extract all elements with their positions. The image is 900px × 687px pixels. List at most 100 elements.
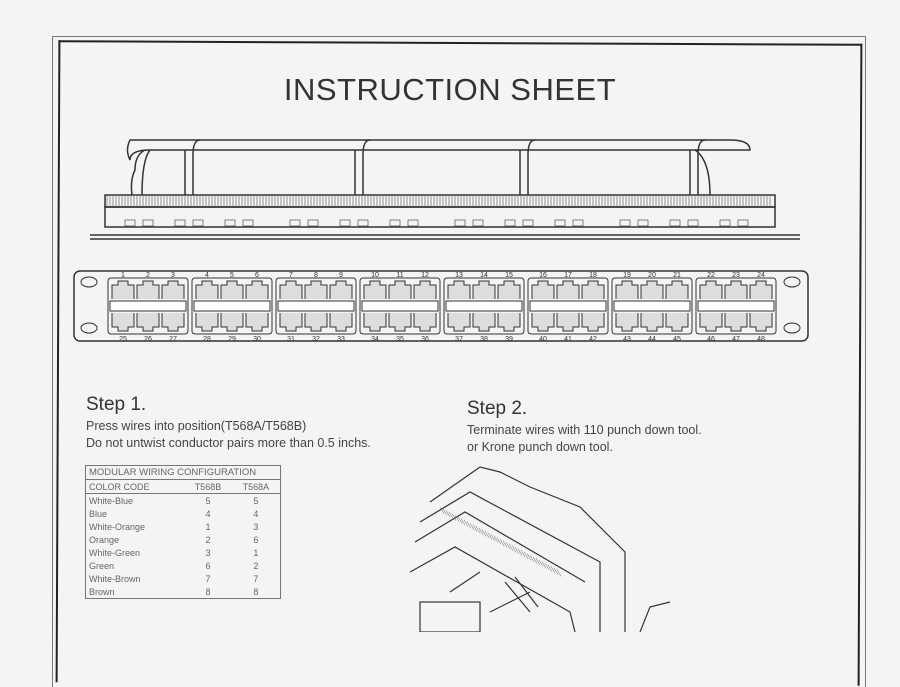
rj45-port: [245, 313, 269, 332]
cell-t568b: 8: [205, 586, 211, 597]
punch-down-illustration: [410, 466, 670, 632]
cell-t568a: 5: [253, 495, 259, 506]
cell-t568b: 2: [205, 534, 211, 545]
step2-line1: Terminate wires with 110 punch down tool…: [467, 423, 702, 437]
rj45-port: [640, 280, 664, 299]
wiring-configuration-table: MODULAR WIRING CONFIGURATION COLOR CODE …: [85, 465, 281, 599]
rj45-port: [161, 280, 185, 299]
cell-t568a: 4: [253, 508, 259, 519]
rj45-port: [447, 313, 471, 332]
label-strip: [445, 300, 523, 312]
label-strip: [697, 300, 775, 312]
rj45-port: [111, 313, 135, 332]
rj45-port: [111, 280, 135, 299]
step2-instructions: Terminate wires with 110 punch down tool…: [467, 422, 702, 456]
port-group: [359, 277, 441, 335]
port-group: [443, 277, 525, 335]
table-header-row: COLOR CODE T568B T568A: [85, 479, 281, 494]
port-number: 32: [312, 336, 320, 343]
cell-t568a: 8: [253, 586, 259, 597]
port-number: 46: [707, 336, 715, 343]
label-strip: [529, 300, 607, 312]
rj45-port: [161, 313, 185, 332]
rj45-port: [497, 280, 521, 299]
rj45-port: [447, 280, 471, 299]
panel-top-view-drawing: [90, 139, 800, 240]
rj45-port: [136, 280, 160, 299]
table-row: Brown 8 8: [86, 585, 281, 599]
patch-panel-front-view: 1 25 2 26 3 27 4 28 5 29 6 30 7 31 8 32 …: [73, 270, 809, 343]
port-number: 25: [119, 336, 127, 343]
port-group: [695, 277, 777, 335]
rj45-port: [220, 280, 244, 299]
port-number: 15: [505, 272, 513, 279]
port-number: 23: [732, 272, 740, 279]
cell-color: White-Orange: [89, 521, 146, 532]
port-number: 44: [648, 336, 656, 343]
step1-line1: Press wires into position(T568A/T568B): [86, 419, 307, 433]
port-number: 42: [589, 336, 597, 343]
cell-t568a: 2: [253, 560, 259, 571]
rj45-port: [531, 280, 555, 299]
cell-color: Brown: [89, 586, 115, 597]
rj45-port: [531, 313, 555, 332]
cell-t568a: 1: [253, 547, 259, 558]
cell-color: Orange: [89, 534, 120, 545]
rj45-port: [363, 313, 387, 332]
port-number: 37: [455, 336, 463, 343]
rj45-port: [699, 280, 723, 299]
rj45-port: [556, 313, 580, 332]
port-number: 43: [623, 336, 631, 343]
port-number: 1: [121, 272, 125, 279]
port-number: 31: [287, 336, 295, 343]
port-number: 6: [255, 272, 259, 279]
rj45-port: [556, 280, 580, 299]
rj45-port: [329, 313, 353, 332]
port-number: 22: [707, 272, 715, 279]
port-number: 7: [289, 272, 293, 279]
rj45-port: [413, 280, 437, 299]
label-strip: [193, 300, 271, 312]
port-number: 4: [205, 272, 209, 279]
rj45-port: [245, 280, 269, 299]
header-t568b: T568B: [184, 479, 232, 494]
port-number: 29: [228, 336, 236, 343]
port-number: 11: [396, 272, 403, 279]
rj45-port: [304, 280, 328, 299]
port-number: 21: [673, 272, 681, 279]
rj45-port: [363, 280, 387, 299]
rj45-port: [388, 313, 412, 332]
label-strip: [109, 300, 187, 312]
cell-t568b: 4: [205, 508, 211, 519]
port-group: [611, 277, 693, 335]
port-number: 36: [421, 336, 429, 343]
cell-t568a: 3: [253, 521, 259, 532]
port-number: 48: [757, 336, 765, 343]
rj45-port: [665, 313, 689, 332]
rj45-port: [749, 280, 773, 299]
rj45-port: [665, 280, 689, 299]
port-number: 33: [337, 336, 345, 343]
port-number: 38: [480, 336, 488, 343]
port-number: 9: [339, 272, 343, 279]
page-title: INSTRUCTION SHEET: [283, 72, 617, 107]
cell-color: White-Green: [89, 547, 141, 558]
rj45-port: [329, 280, 353, 299]
rj45-port: [388, 280, 412, 299]
port-group: [107, 277, 189, 335]
port-number: 5: [230, 272, 234, 279]
cell-t568b: 1: [205, 521, 211, 532]
cell-t568a: 7: [253, 573, 259, 584]
rj45-port: [497, 313, 521, 332]
table-row: White-Orange 1 3: [86, 520, 281, 533]
rj45-port: [472, 280, 496, 299]
header-t568a: T568A: [231, 479, 281, 494]
cell-color: White-Blue: [89, 495, 134, 506]
rj45-port: [195, 313, 219, 332]
port-number: 14: [480, 272, 488, 279]
port-number: 17: [564, 272, 572, 279]
